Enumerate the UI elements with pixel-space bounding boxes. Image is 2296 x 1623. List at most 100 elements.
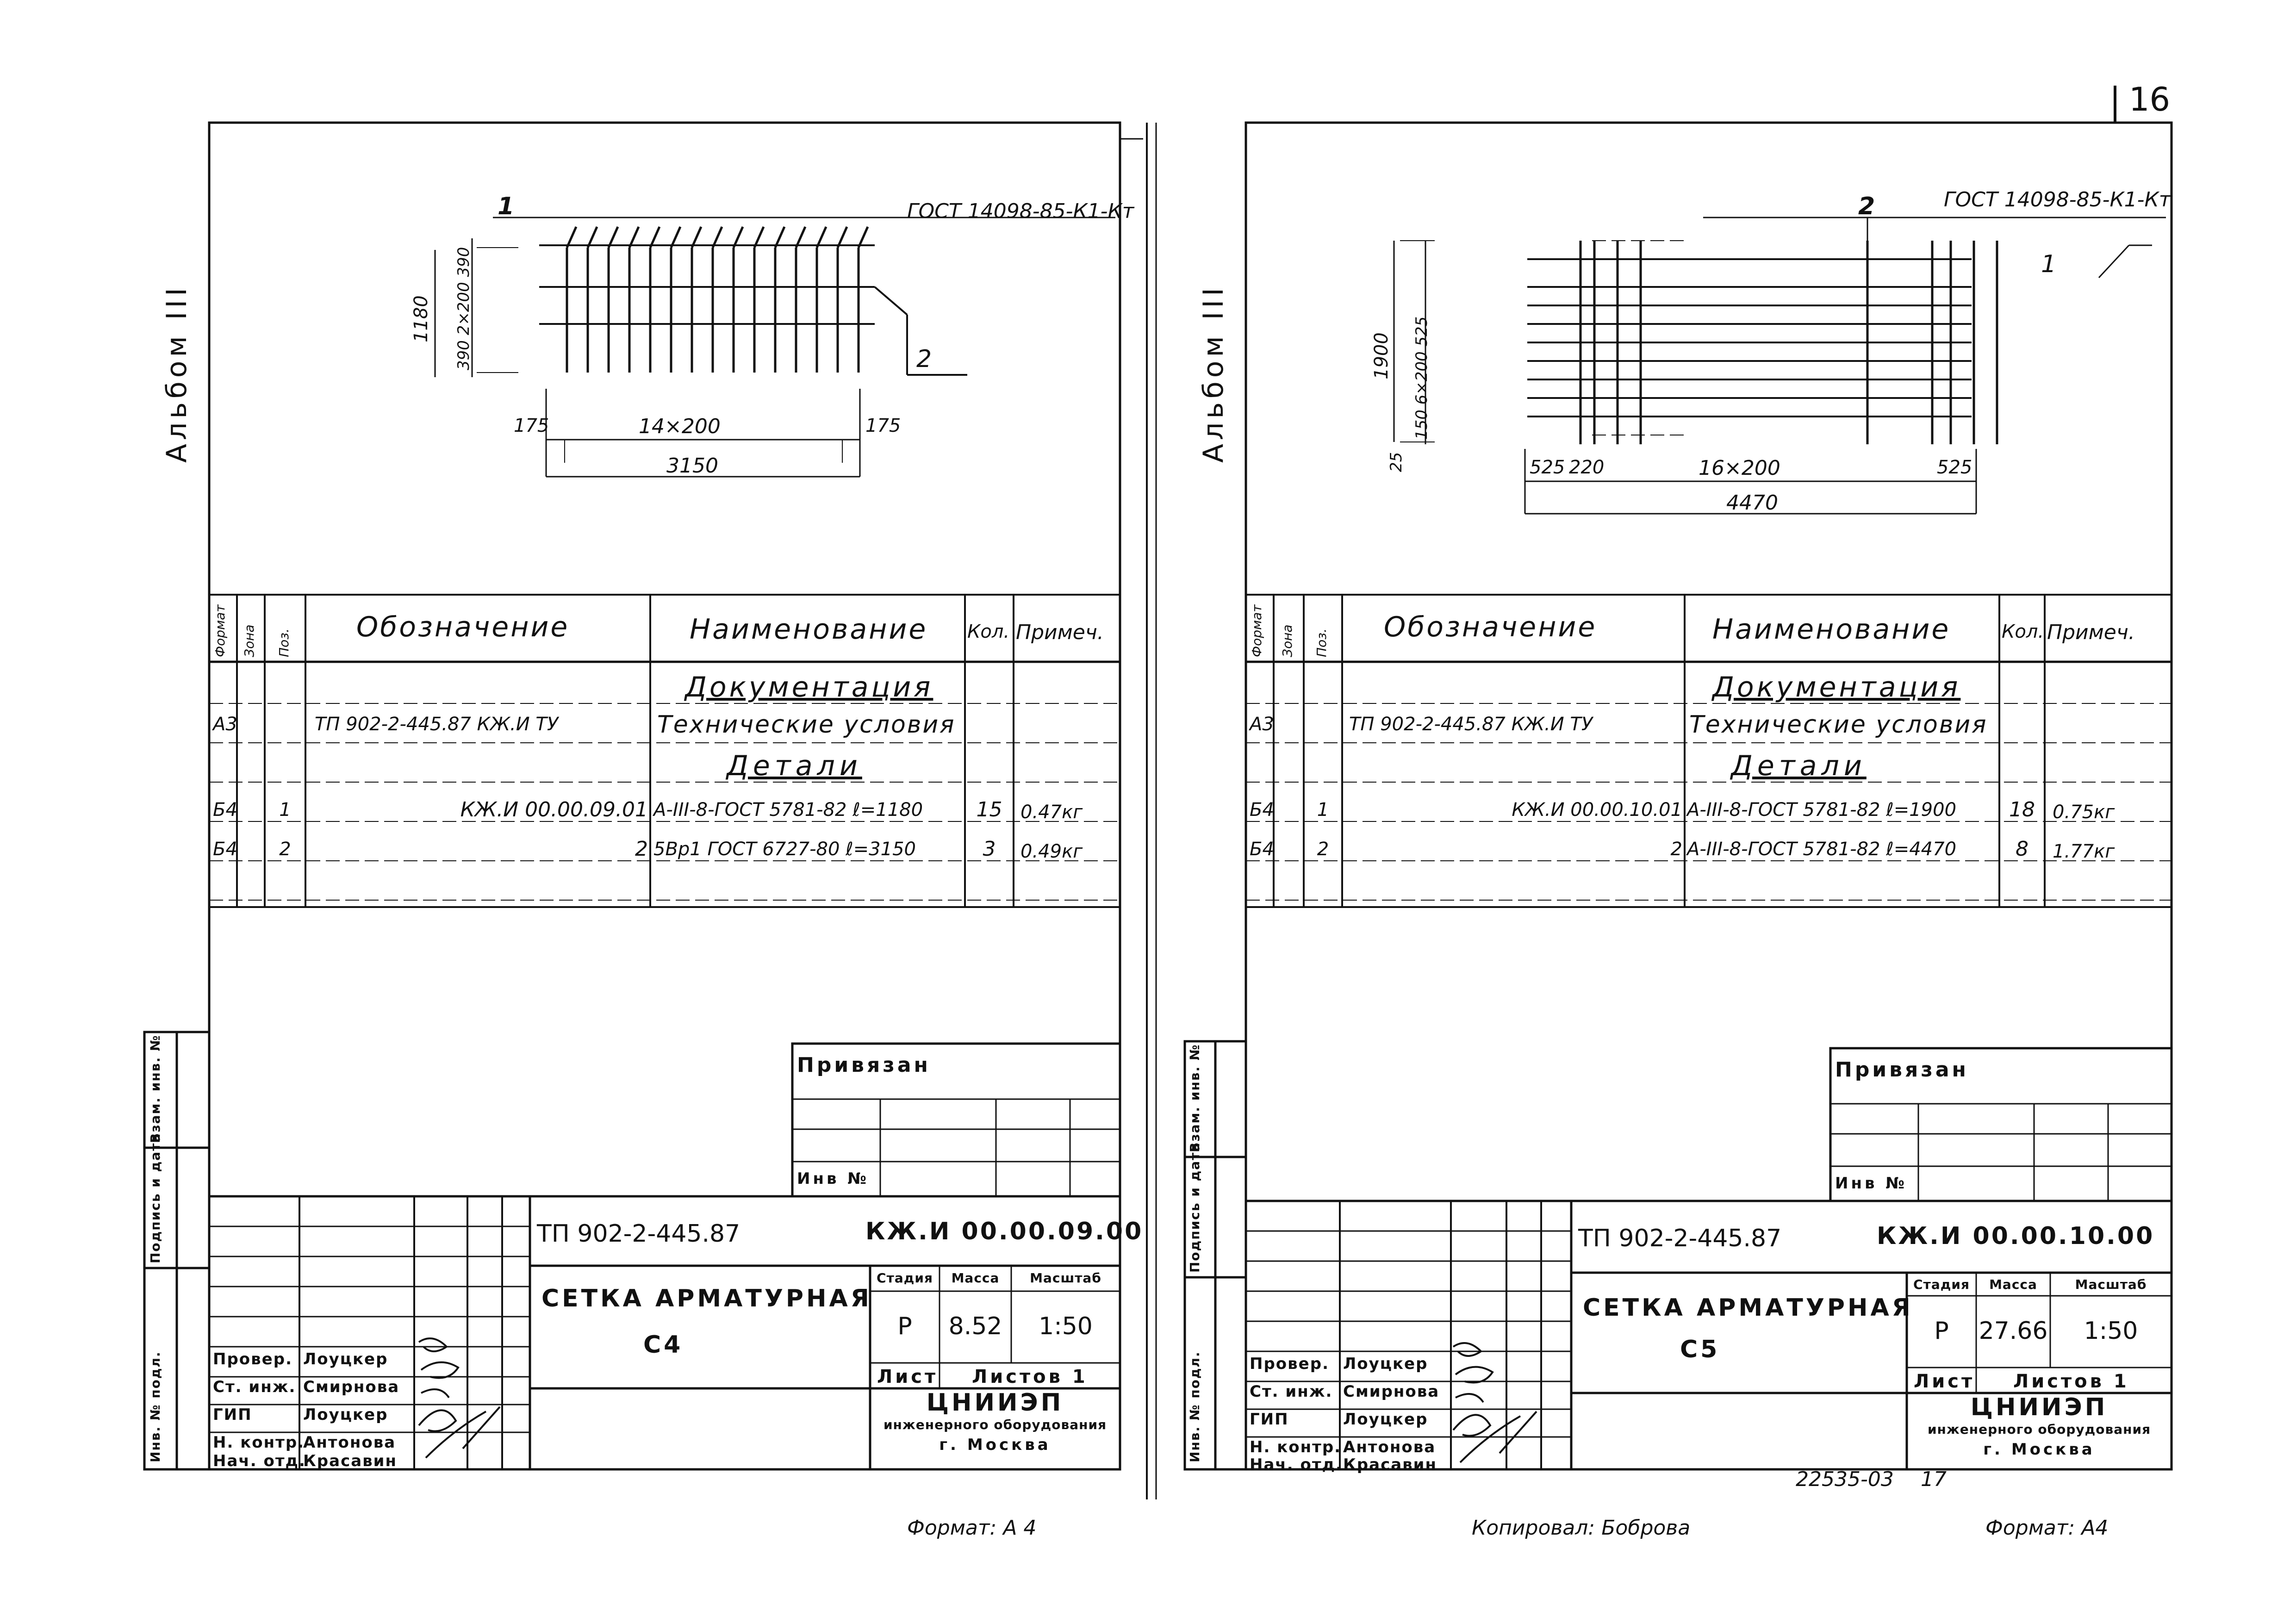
rebar-hook <box>628 226 640 249</box>
section-parts-2: Детали <box>1731 750 1867 782</box>
stamp-stage-h-2: Стадия <box>1913 1277 1970 1292</box>
row1-code: ТП 902-2-445.87 КЖ.И ТУ <box>315 714 559 735</box>
footer-format-left: Формат: А 4 <box>907 1516 1037 1540</box>
side-sign-date-2: Подпись и дата <box>1187 1142 1202 1273</box>
row2-qty-2: 18 <box>2009 798 2035 821</box>
footer-format-right: Формат: А4 <box>1985 1516 2109 1540</box>
hdr-pos-2: Поз. <box>1314 628 1329 657</box>
row1-format-2: А3 <box>1250 714 1274 735</box>
rebar-hook <box>836 226 848 249</box>
person-role-5-2: Нач. отд. <box>1250 1455 1343 1474</box>
hdr-name: Наименование <box>690 613 928 646</box>
row3-format: Б4 <box>213 839 237 860</box>
rebar-hook <box>753 226 765 249</box>
stamp-scale-2: 1:50 <box>2084 1317 2138 1345</box>
stamp-stage-2: Р <box>1934 1317 1949 1345</box>
row1-format: А3 <box>213 714 237 735</box>
hdr-note: Примеч. <box>1016 621 1104 644</box>
person-name-2-2: Смирнова <box>1343 1382 1440 1401</box>
dim-right-2: 525 <box>1937 457 1972 478</box>
section-docs: Документация <box>685 671 933 703</box>
footer-order-page: 17 <box>1921 1468 1947 1491</box>
stamp-mass: 8.52 <box>948 1312 1002 1340</box>
rebar-hook <box>649 226 661 249</box>
stamp-scale: 1:50 <box>1039 1312 1093 1340</box>
rebar-hook <box>691 226 703 249</box>
side-vzam-2: Взам. инв. № <box>1187 1044 1202 1152</box>
dim-mid: 14×200 <box>639 415 721 438</box>
gost-mark-2: ГОСТ 14098-85-К1-Кт <box>1944 188 2171 211</box>
row3-note-2: 1.77кг <box>2053 841 2115 862</box>
rebar-hook <box>857 226 869 249</box>
rebar-hook <box>732 226 744 249</box>
drawing-sheet-left: Альбом III 1 ГОСТ 14098-85-К1-Кт 2 1180 … <box>143 121 1143 1471</box>
row2-format-2: Б4 <box>1250 799 1274 821</box>
hdr-qty-2: Кол. <box>2002 621 2044 642</box>
callout-2-s2: 2 <box>1858 193 1875 220</box>
row3-code-2: 2 <box>1670 839 1682 860</box>
row3-format-2: Б4 <box>1250 839 1274 860</box>
row1-name-2: Технические условия <box>1689 711 1988 739</box>
person-role-2-2: Ст. инж. <box>1250 1382 1333 1401</box>
row3-note: 0.49кг <box>1020 841 1083 862</box>
stamp-code-2: КЖ.И 00.00.10.00 <box>1877 1222 2155 1250</box>
stamp-sheets-h: Листов 1 <box>972 1366 1088 1387</box>
row1-name: Технические условия <box>657 711 956 739</box>
row3-qty: 3 <box>983 837 996 861</box>
stamp-mass-2: 27.66 <box>1979 1317 2048 1345</box>
hdr-designation-2: Обозначение <box>1384 611 1597 643</box>
person-role-5: Нач. отд. <box>213 1452 306 1470</box>
rebar-hook <box>586 226 598 249</box>
dim-mid-2: 16×200 <box>1699 456 1780 480</box>
rebar-hook <box>566 226 578 249</box>
dim-right: 175 <box>865 415 901 436</box>
stamp-org-3: г. Москва <box>939 1436 1051 1454</box>
rebar-hook <box>795 226 807 249</box>
hdr-note-2: Примеч. <box>2047 621 2135 644</box>
row2-code-2: КЖ.И 00.00.10.01 <box>1512 799 1682 821</box>
album-label-2: Альбом III <box>1197 284 1230 463</box>
stamp-mass-h-2: Масса <box>1989 1277 2037 1292</box>
section-docs-2: Документация <box>1712 671 1961 703</box>
row3-pos-2: 2 <box>1317 839 1329 860</box>
stamp-mark: С4 <box>643 1331 684 1359</box>
person-role-3-2: ГИП <box>1250 1410 1289 1429</box>
person-name-1-2: Лоуцкер <box>1343 1355 1428 1373</box>
rebar-hook <box>670 226 682 249</box>
stamp-sheet-h-2: Лист <box>1914 1371 1975 1392</box>
dim-left-2: 525 <box>1530 457 1565 478</box>
rebar-hook <box>711 226 723 249</box>
hdr-format-2: Формат <box>1249 604 1264 657</box>
person-role-2: Ст. инж. <box>213 1378 296 1396</box>
stamp-stage-h: Стадия <box>877 1270 933 1286</box>
page-number: 16 <box>2129 81 2171 118</box>
dim-left2-2: 220 <box>1569 457 1605 478</box>
row2-pos: 1 <box>279 799 291 821</box>
stamp-inv-no-2: Инв № <box>1835 1174 1908 1193</box>
sheet-linework-left <box>143 121 1143 1471</box>
row2-code: КЖ.И 00.00.09.01 <box>460 798 648 821</box>
stamp-bound-2: Привязан <box>1835 1058 1969 1082</box>
dim-left: 175 <box>514 415 549 436</box>
stamp-sheets-h-2: Листов 1 <box>2013 1371 2129 1392</box>
footer-order-code: 22535-03 <box>1796 1468 1894 1491</box>
person-name-5-2: Красавин <box>1343 1455 1437 1474</box>
callout-1: 1 <box>498 193 515 220</box>
stamp-project: ТП 902-2-445.87 <box>537 1220 740 1248</box>
person-name-3-2: Лоуцкер <box>1343 1410 1428 1429</box>
row3-code: 2 <box>635 837 648 861</box>
hdr-zone-2: Зона <box>1280 624 1295 657</box>
callout-1-s2: 1 <box>2041 250 2057 278</box>
gost-mark: ГОСТ 14098-85-К1-Кт <box>907 199 1134 223</box>
row2-qty: 15 <box>976 798 1002 821</box>
stamp-org-1: ЦНИИЭП <box>926 1389 1064 1417</box>
section-parts: Детали <box>727 750 862 782</box>
stamp-bound: Привязан <box>797 1053 931 1077</box>
stamp-title-2: СЕТКА АРМАТУРНАЯ <box>1583 1294 1913 1322</box>
hdr-name-2: Наименование <box>1712 613 1951 646</box>
stamp-stage: Р <box>897 1312 912 1340</box>
row2-format: Б4 <box>213 799 237 821</box>
mesh-drawing-c5 <box>1393 217 2166 515</box>
person-name-4: Антонова <box>303 1433 396 1452</box>
